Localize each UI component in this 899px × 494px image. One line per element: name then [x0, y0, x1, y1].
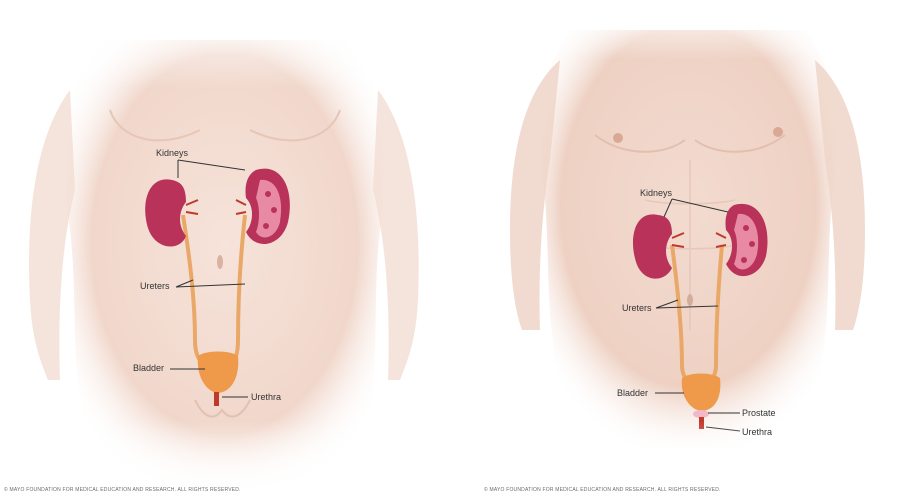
female-label-bladder: Bladder	[133, 363, 164, 373]
male-label-urethra: Urethra	[742, 427, 772, 437]
female-body-illustration	[0, 0, 450, 494]
male-label-prostate: Prostate	[742, 408, 776, 418]
female-label-kidneys: Kidneys	[156, 148, 188, 158]
male-label-bladder: Bladder	[617, 388, 648, 398]
female-label-urethra: Urethra	[251, 392, 281, 402]
male-label-kidneys: Kidneys	[640, 188, 672, 198]
female-credit: © MAYO FOUNDATION FOR MEDICAL EDUCATION …	[4, 487, 241, 493]
female-anatomy-figure: Kidneys Ureters Bladder Urethra © MAYO F…	[0, 0, 450, 494]
male-label-ureters: Ureters	[622, 303, 652, 313]
male-body-illustration	[450, 0, 899, 494]
female-label-ureters: Ureters	[140, 281, 170, 291]
male-anatomy-figure: Kidneys Ureters Bladder Prostate Urethra…	[450, 0, 899, 494]
male-credit: © MAYO FOUNDATION FOR MEDICAL EDUCATION …	[484, 487, 721, 493]
